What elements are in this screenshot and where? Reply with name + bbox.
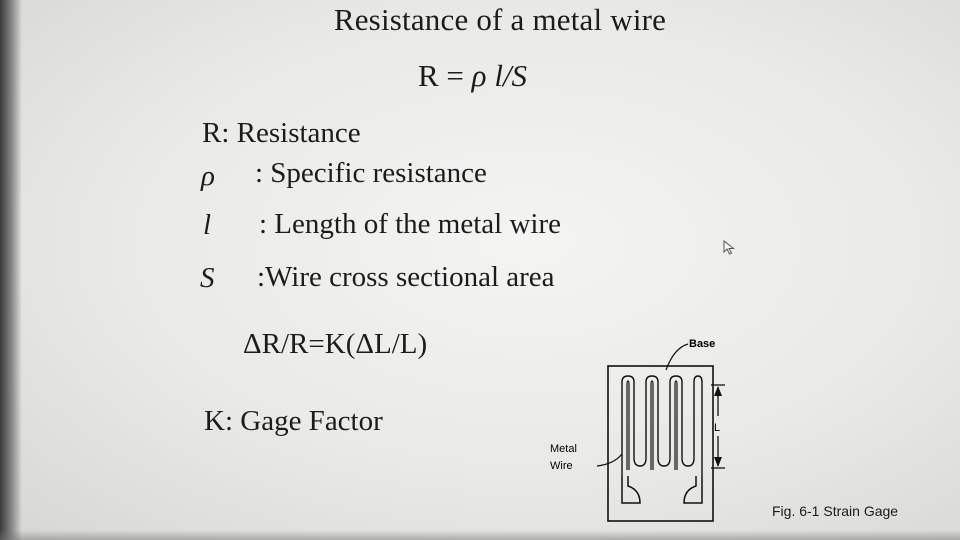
base-label: Base <box>689 338 715 350</box>
definition-length: : Length of the metal wire <box>259 208 561 240</box>
definition-resistance: R: Resistance <box>202 117 361 149</box>
metal-wire-leader-line <box>596 453 623 467</box>
wire-inner-1 <box>626 380 630 470</box>
formula-lhs: R = <box>418 58 472 93</box>
length-label: L <box>714 422 720 434</box>
wire-loop-2 <box>645 375 659 458</box>
wire-turn-1 <box>633 457 647 467</box>
definition-specific-resistance: : Specific resistance <box>255 157 487 189</box>
formula-rest: l/S <box>486 58 528 93</box>
wire-loop-4 <box>681 375 703 476</box>
formula-rho: ρ <box>471 58 487 93</box>
definition-area: :Wire cross sectional area <box>257 261 555 293</box>
wire-loop-1 <box>621 375 635 476</box>
slide-title: Resistance of a metal wire <box>333 2 667 37</box>
resistance-formula: R = ρ l/S <box>418 58 527 94</box>
mouse-pointer-icon <box>723 240 735 255</box>
base-leader-line <box>665 343 689 371</box>
wire-inner-3 <box>674 380 678 470</box>
wire-turn-2 <box>657 457 671 467</box>
wire-inner-2 <box>650 380 654 470</box>
gage-base-rect <box>607 365 714 522</box>
gage-tab-left <box>621 476 641 504</box>
metal-label: Metal <box>550 443 577 455</box>
wire-loop-3 <box>669 375 683 458</box>
screen-bottom-edge <box>0 530 960 540</box>
symbol-rho: ρ <box>201 160 215 192</box>
gage-factor-definition: K: Gage Factor <box>204 405 383 437</box>
strain-formula: ΔR/R=K(ΔL/L) <box>243 328 428 360</box>
strain-gage-diagram: L Base Metal Wire <box>550 338 725 522</box>
symbol-length: l <box>203 209 212 241</box>
wire-label: Wire <box>550 460 573 472</box>
screen-left-edge <box>0 0 22 540</box>
figure-caption: Fig. 6-1 Strain Gage <box>772 503 899 519</box>
gage-tab-right <box>683 476 703 504</box>
symbol-area: S <box>200 262 215 294</box>
